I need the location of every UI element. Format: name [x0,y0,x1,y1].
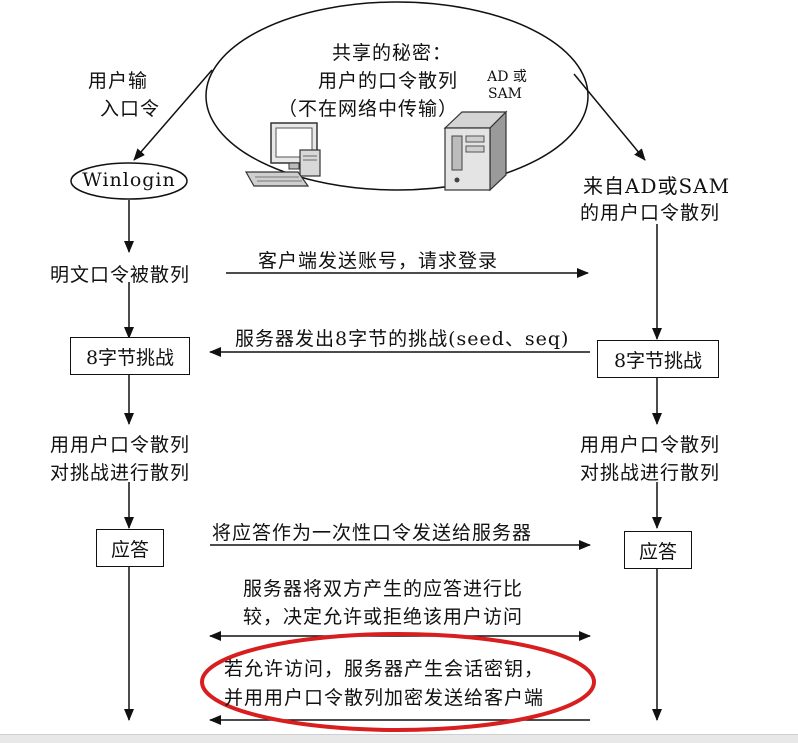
msg-compare-line1: 服务器将双方产生的应答进行比 [243,578,524,600]
server-label-sam: SAM [487,86,523,102]
winlogin-label: Winlogin [82,169,176,191]
bottom-scroll-strip [0,734,798,743]
msg-session-key-line1: 若允许访问，服务器产生会话密钥， [224,658,545,680]
client-response-box: 应答 [96,529,164,567]
client-hash-challenge-line1: 用用户口令散列 [50,434,191,456]
msg-compare-line2: 较，决定允许或拒绝该用户访问 [243,606,524,628]
server-response-box: 应答 [624,531,692,569]
msg-session-key-line2: 并用用户口令散列加密发送给客户端 [224,687,545,709]
shared-secret-line2: 用户的口令散列 [317,70,459,92]
server-hash-challenge-line2: 对挑战进行散列 [580,462,721,484]
arrow-ellipse-to-winlogin [133,69,213,161]
server-hash-challenge-line1: 用用户口令散列 [580,434,721,456]
winlogin-ellipse [70,162,188,200]
client-challenge-box: 8字节挑战 [70,337,190,375]
server-from-ad-line2: 的用户口令散列 [580,202,721,224]
shared-secret-line3: （不在网络中传输） [277,98,459,120]
shared-secret-line1: 共享的秘密： [331,42,453,64]
user-input-line2: 入口令 [100,98,161,120]
client-hash-text: 明文口令被散列 [50,264,191,286]
msg-send-account: 客户端发送账号，请求登录 [258,250,499,272]
msg-send-challenge: 服务器发出8字节的挑战(seed、seq) [235,328,570,350]
server-challenge-box: 8字节挑战 [597,340,719,378]
server-label-ad: AD 或 [487,69,527,85]
arrow-ellipse-to-server [573,73,646,161]
msg-send-response: 将应答作为一次性口令发送给服务器 [212,522,533,544]
highlight-ellipse [200,632,596,732]
computer-icon [244,122,321,187]
server-from-ad-line1: 来自AD或SAM [583,174,731,198]
client-hash-challenge-line2: 对挑战进行散列 [50,462,191,484]
server-icon [443,110,508,192]
user-input-line1: 用户输 [88,70,149,92]
